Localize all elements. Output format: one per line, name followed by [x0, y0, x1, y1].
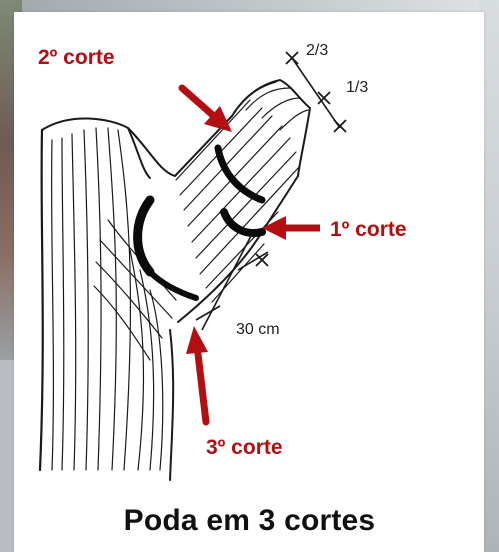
label-second-cut: 2º corte [28, 42, 125, 74]
trunk-left-edge [40, 130, 43, 470]
cut-mark-1 [224, 212, 262, 233]
caption: Poda em 3 cortes [0, 504, 499, 538]
arrow-icon [186, 326, 208, 354]
trunk-top-edge [42, 118, 150, 178]
label-first-cut: 1º corte [320, 214, 417, 246]
measure-distance: 30 cm [236, 321, 280, 338]
label-third-cut: 3º corte [196, 432, 293, 464]
cut-mark-3a [138, 200, 150, 272]
arrow-icon [198, 354, 206, 422]
cut-mark-3b [150, 272, 196, 298]
annotation-arrows [182, 88, 324, 422]
arrow-icon [262, 216, 286, 240]
arrow-icon [182, 88, 216, 118]
trunk-right-edge [170, 330, 173, 480]
measure-upper: 2/3 [306, 42, 328, 59]
trunk-bark [52, 128, 176, 470]
measure-lower: 1/3 [346, 79, 368, 96]
